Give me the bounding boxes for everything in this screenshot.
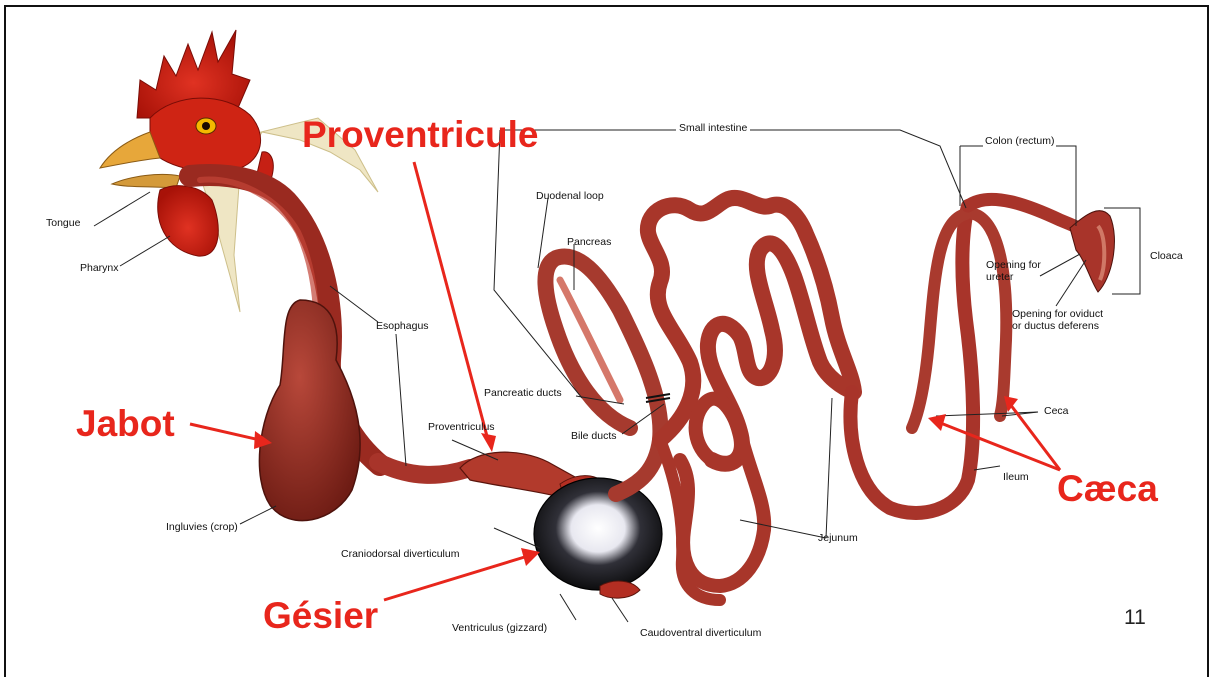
cloaca — [1070, 211, 1114, 292]
label-bile-ducts: Bile ducts — [571, 430, 617, 442]
page-number: 11 — [1124, 606, 1146, 630]
label-pancreas: Pancreas — [567, 236, 611, 248]
duodenal-loop — [545, 257, 660, 494]
label-ceca: Ceca — [1044, 405, 1069, 417]
label-caudoventral: Caudoventral diverticulum — [640, 627, 761, 639]
label-pharynx: Pharynx — [80, 262, 119, 274]
crop — [259, 300, 360, 521]
label-craniodorsal: Craniodorsal diverticulum — [341, 548, 459, 560]
gizzard — [534, 478, 662, 598]
callout-caeca: Cæca — [1057, 468, 1158, 510]
label-tongue: Tongue — [46, 217, 80, 229]
label-ingluvies: Ingluvies (crop) — [166, 521, 238, 533]
label-colon: Colon (rectum) — [983, 135, 1056, 147]
label-small-intestine: Small intestine — [676, 122, 750, 134]
callout-gesier: Gésier — [263, 595, 378, 637]
callout-jabot: Jabot — [76, 403, 175, 445]
label-esophagus: Esophagus — [376, 320, 429, 332]
label-duodenal-loop: Duodenal loop — [536, 190, 604, 202]
label-ventriculus: Ventriculus (gizzard) — [452, 622, 547, 634]
callout-proventricule: Proventricule — [302, 114, 538, 156]
ileum-ceca-colon — [851, 199, 1100, 513]
label-pancreatic-ducts: Pancreatic ducts — [484, 387, 562, 399]
label-opening-ureter: Opening for ureter — [986, 259, 1041, 283]
label-jejunum: Jejunum — [818, 532, 858, 544]
label-opening-oviduct: Opening for oviduct or ductus deferens — [1012, 308, 1103, 332]
label-proventriculus: Proventriculus — [428, 421, 495, 433]
label-ileum: Ileum — [1003, 471, 1029, 483]
label-cloaca: Cloaca — [1150, 250, 1183, 262]
